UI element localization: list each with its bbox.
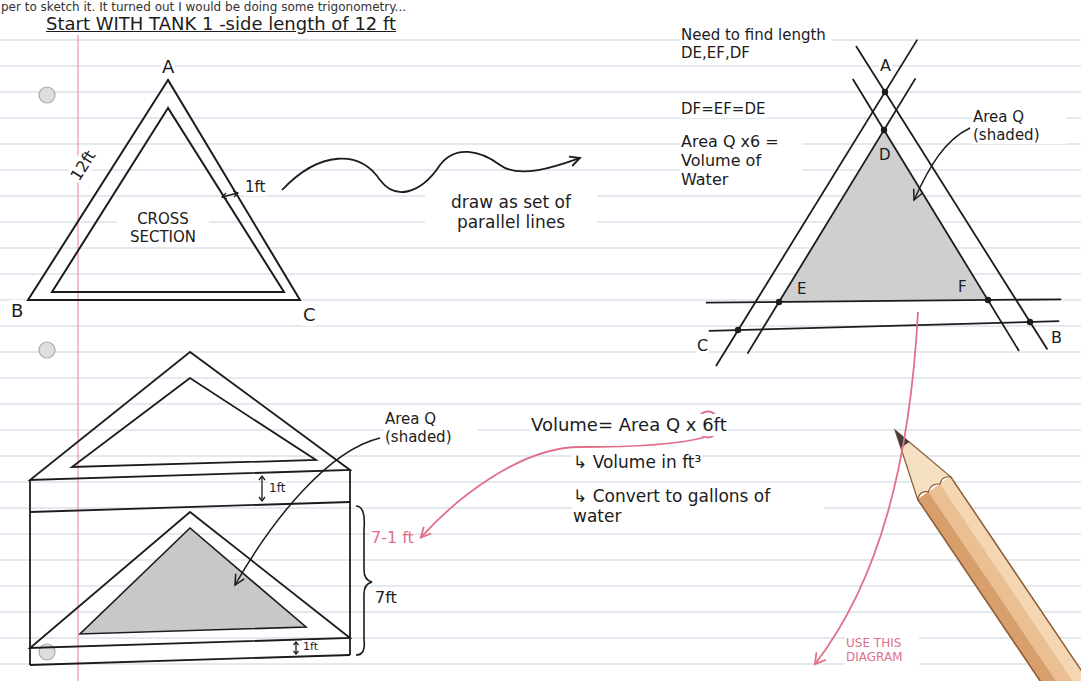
vertex-label: B xyxy=(10,300,24,322)
tank-prism xyxy=(30,352,372,665)
rim-line xyxy=(30,502,350,512)
pencil-edge xyxy=(918,499,1080,681)
arrow-head xyxy=(222,193,227,199)
vertex-label: C xyxy=(302,304,317,326)
pink-note: USE THIS DIAGRAM xyxy=(845,636,919,665)
parallel-lines xyxy=(706,40,1061,366)
dimension-label: 7ft xyxy=(374,588,398,607)
leader-line xyxy=(914,128,970,200)
arrow-head xyxy=(259,476,265,480)
area-callout: Area Q (shaded) xyxy=(972,108,1066,144)
inner-triangle xyxy=(52,108,284,292)
outer-right-line xyxy=(856,46,1047,350)
ruled-line xyxy=(0,404,1081,405)
equation-text: DF=EF=DE xyxy=(680,100,766,118)
binder-hole xyxy=(39,342,55,358)
equation-text: Volume= Area Q x 6ft xyxy=(530,414,728,436)
leader-arrow xyxy=(914,128,970,200)
vertex-label: C xyxy=(696,336,709,355)
side-edge xyxy=(29,480,31,665)
cross-section-triangle xyxy=(28,80,300,300)
note-text: ↳ Volume in ft³ xyxy=(572,452,702,472)
pink-arrow xyxy=(815,312,918,664)
equation-text: Area Q x6 = Volume of Water xyxy=(680,132,802,190)
binder-hole xyxy=(39,87,55,103)
vertex-label: B xyxy=(1050,328,1063,347)
lower-outer-triangle xyxy=(30,512,350,648)
note-text: ↳ Convert to gallons of water xyxy=(572,486,824,527)
point-dot xyxy=(985,297,991,303)
area-callout: Area Q (shaded) xyxy=(384,410,478,446)
section-label: CROSS SECTION xyxy=(117,210,209,246)
vertex-label: F xyxy=(957,278,968,296)
ruled-lines xyxy=(0,40,1081,664)
dimension-arrow xyxy=(261,476,262,501)
arrow-note: draw as set of parallel lines xyxy=(425,192,597,233)
ruled-line xyxy=(0,534,1081,535)
pencil-facet xyxy=(918,492,1081,681)
inner-left-line xyxy=(748,78,916,353)
arrow-head xyxy=(569,157,580,166)
arrow-head xyxy=(914,189,923,200)
dimension-label: 1ft xyxy=(268,481,286,495)
arrow-head xyxy=(233,191,238,197)
arrow-head xyxy=(235,574,244,585)
note-text: Need to find length DE,EF,DF xyxy=(680,26,832,62)
point-dot xyxy=(776,299,782,305)
dimension-arrow xyxy=(295,642,296,654)
squiggle-line xyxy=(282,152,580,192)
point-dot xyxy=(881,127,887,133)
pencil-facet xyxy=(940,477,1081,681)
inner-bottom-line xyxy=(706,299,1061,302)
margin-line xyxy=(77,12,79,681)
arrow-head xyxy=(815,652,826,664)
pencil-body xyxy=(918,477,1081,681)
vertex-label: E xyxy=(796,280,807,298)
top-inner-triangle xyxy=(72,378,316,467)
leader-arrow xyxy=(235,438,380,585)
shaded-area-q xyxy=(779,130,988,302)
point-dot xyxy=(1027,319,1033,325)
shaded-area-q xyxy=(80,528,306,634)
outer-left-line xyxy=(716,40,917,366)
leader-line xyxy=(235,438,380,585)
side-edge xyxy=(349,470,351,655)
point-dot xyxy=(882,89,888,95)
ruled-line xyxy=(0,40,1081,41)
ruled-line xyxy=(0,378,1081,379)
arrow-head xyxy=(421,527,431,538)
pencil-edge xyxy=(951,477,1081,681)
arrow-head xyxy=(294,651,299,654)
arrow-head xyxy=(294,642,299,645)
point-dot xyxy=(735,327,741,333)
dimension-label: 1ft xyxy=(244,178,266,196)
page-title: Start WITH TANK 1 -side length of 12 ft xyxy=(45,13,397,35)
outer-triangle xyxy=(28,80,300,300)
squiggle-arrow xyxy=(282,152,580,192)
pencil-wood xyxy=(878,419,950,499)
pink-line xyxy=(815,312,918,664)
ruled-line xyxy=(0,352,1081,353)
top-outer-triangle xyxy=(30,352,350,480)
dimension-label: 7-1 ft xyxy=(370,528,415,547)
cut-off-text: per to sketch it. It turned out I would … xyxy=(0,0,407,14)
binder-holes xyxy=(39,87,55,660)
paper-sheet xyxy=(0,12,1081,681)
ruled-line xyxy=(0,92,1081,93)
arrow-head xyxy=(259,497,265,501)
dimension-label: 1ft xyxy=(302,640,319,653)
base-line xyxy=(30,655,350,665)
vertex-label: A xyxy=(879,56,892,75)
vertex-label: A xyxy=(161,56,175,78)
dimension-label: 12ft xyxy=(66,146,100,185)
vertex-label: D xyxy=(878,146,892,164)
